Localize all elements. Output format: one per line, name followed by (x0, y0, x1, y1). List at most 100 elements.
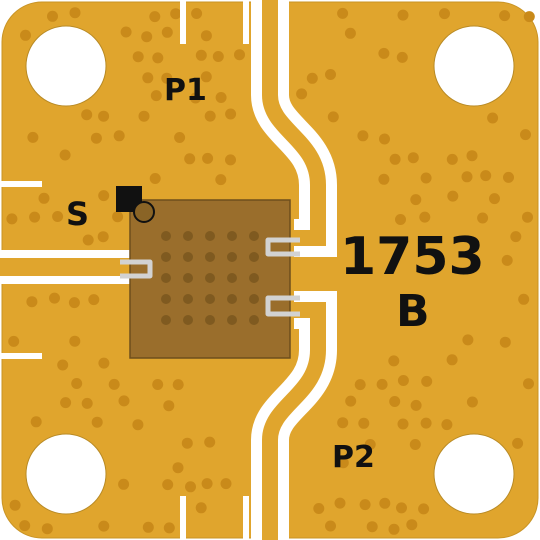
via-dot (378, 173, 390, 185)
via-dot (345, 395, 357, 407)
die-via (227, 294, 237, 304)
pad-p1 (265, 237, 300, 257)
port2-label: P2 (332, 440, 375, 475)
die-via (205, 231, 215, 241)
die-via (161, 294, 171, 304)
via-dot (359, 499, 371, 511)
via-dot (20, 29, 31, 41)
via-dot (204, 436, 216, 448)
die-via-grid (161, 231, 259, 325)
via-dot (141, 31, 153, 43)
via-dot (120, 26, 132, 38)
via-dot (97, 231, 109, 243)
pad-left (120, 259, 153, 279)
via-dot (19, 520, 31, 532)
via-dot (98, 520, 110, 532)
via-dot (446, 153, 458, 165)
via-dot (397, 9, 409, 21)
via-dot (407, 152, 419, 164)
via-dot (418, 503, 430, 515)
signal-label: S (66, 195, 89, 233)
via-dot (325, 69, 336, 80)
via-dot (142, 72, 154, 84)
via-dot (98, 357, 110, 369)
via-dot (161, 72, 173, 84)
via-dot (162, 479, 174, 491)
via-dot (397, 375, 409, 386)
via-dot (202, 152, 214, 164)
mounting-hole-bottom-right (433, 433, 515, 515)
part-number-label: 1753 (340, 227, 485, 287)
via-dot (388, 523, 400, 535)
via-dot (132, 51, 144, 63)
mounting-hole-top-right (433, 25, 515, 107)
via-dot (90, 132, 102, 144)
via-dot (215, 92, 227, 103)
via-dot (200, 30, 212, 42)
via-dot (190, 92, 201, 104)
via-dot (512, 437, 524, 449)
via-dot (88, 294, 100, 306)
via-dot (6, 213, 18, 225)
via-dot (378, 47, 390, 59)
via-dot (149, 173, 161, 184)
via-dot (489, 193, 500, 205)
via-dot (441, 419, 453, 431)
via-dot (421, 375, 433, 387)
via-dot (410, 194, 422, 206)
via-dot (379, 133, 390, 145)
via-dot (118, 478, 130, 490)
die-via (183, 315, 193, 325)
pin1-dot-marker (133, 201, 155, 223)
via-dot (201, 478, 213, 490)
via-dot (172, 462, 184, 474)
via-dot (523, 11, 535, 23)
via-dot (410, 399, 422, 411)
via-dot (26, 296, 38, 308)
via-dot (325, 520, 336, 532)
via-dot (71, 378, 83, 389)
via-dot (212, 51, 224, 62)
via-dot (172, 379, 184, 391)
die-via (227, 252, 237, 262)
via-dot (376, 378, 388, 390)
trace-gaps (0, 0, 249, 540)
via-field (6, 7, 535, 535)
via-dot (81, 109, 93, 121)
via-dot (163, 400, 175, 412)
via-dot (337, 457, 349, 469)
via-dot (487, 112, 499, 124)
via-dot (397, 418, 409, 430)
via-dot (409, 439, 421, 450)
via-dot (118, 395, 130, 407)
left-input-trace (0, 250, 150, 284)
via-dot (523, 378, 534, 390)
via-dot (68, 297, 80, 309)
via-dot (499, 10, 511, 22)
via-dot (113, 130, 125, 142)
via-dot (59, 149, 71, 161)
via-dot (344, 27, 356, 39)
via-dot (364, 439, 376, 450)
die-via (161, 315, 171, 325)
via-dot (8, 335, 20, 347)
via-dot (41, 523, 53, 535)
die-via (183, 294, 193, 304)
via-dot (149, 11, 161, 23)
via-dot (366, 521, 378, 533)
via-dot (98, 190, 110, 202)
via-dot (395, 214, 406, 225)
via-dot (396, 502, 407, 514)
pad-p2 (265, 295, 300, 317)
die-via (227, 273, 237, 283)
mounting-hole-top-left (25, 25, 107, 107)
port1-trace (251, 0, 337, 257)
via-dot (52, 211, 64, 222)
die-via (183, 273, 193, 283)
via-dot (447, 190, 459, 202)
die-via (161, 231, 171, 241)
via-dot (461, 171, 473, 183)
via-dot (150, 90, 162, 102)
via-dot (225, 154, 236, 166)
via-dot (163, 522, 175, 534)
